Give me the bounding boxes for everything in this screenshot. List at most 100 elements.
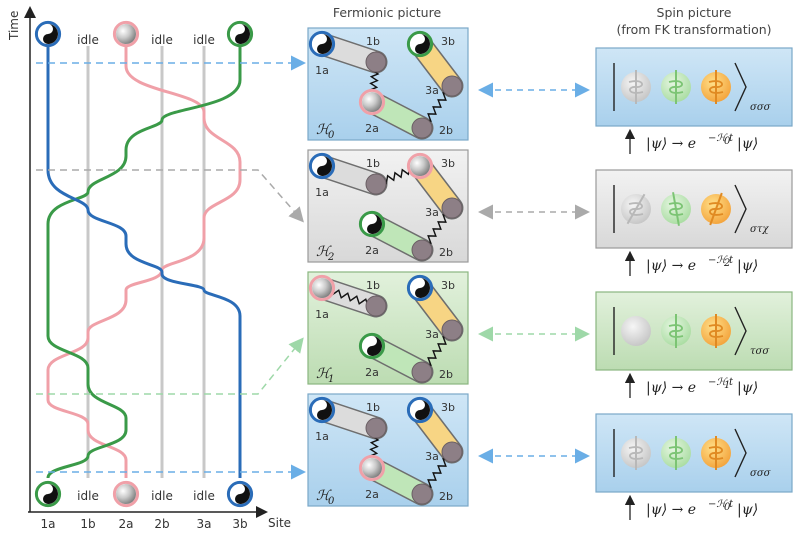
evolution-lhs: |ψ⟩ → e [646,380,696,396]
spin-sphere-orange [701,314,731,348]
evolution-exponent-t: t [729,499,734,510]
site-label: 1a [315,308,329,321]
spin-sphere-green [661,192,691,226]
site-label: 3a [425,84,439,97]
metal-disc-icon-pink [112,480,140,508]
yinyang-icon [406,30,434,58]
evolution-equation: |ψ⟩ → e−ℋ0t|ψ⟩ [624,494,758,520]
yinyang-icon-blue [34,20,62,48]
evolution-exponent-t: t [729,133,734,144]
evolution-exponent: −ℋ [708,499,728,510]
site-label: 1b [366,157,380,170]
evolution-equation: |ψ⟩ → e−ℋ1t|ψ⟩ [624,372,758,398]
x-axis-label: Site [268,516,291,530]
yinyang-icon [308,152,336,180]
evolution-rhs: |ψ⟩ [737,258,758,274]
evolution-rhs: |ψ⟩ [737,380,758,396]
evolution-exponent: −ℋ [708,255,728,266]
spin-sphere-green [661,314,691,348]
evolution-rhs: |ψ⟩ [737,502,758,518]
site-label: 2a [365,122,379,135]
hamiltonian-label: ℋ [316,244,332,260]
spin-sphere-gray [621,316,651,346]
idle-label: idle [77,33,99,47]
spin-panel: τσσ [595,291,793,371]
site-label: 1a [315,186,329,199]
spin-header-line1: Spin picture [657,5,732,20]
evolution-equation: |ψ⟩ → e−ℋ0t|ψ⟩ [624,128,758,154]
dashed-connectors [36,55,306,480]
ket-subscript: σσσ [750,102,772,113]
metal-disc-icon [358,88,386,116]
spin-sphere-orange [701,436,731,470]
spin-header-line2: (from FK transformation) [616,22,771,37]
site-label: 1a [315,430,329,443]
evolution-exponent: −ℋ [708,377,728,388]
site-label: 2b [439,246,453,259]
site-label: 3a [425,450,439,463]
idle-label: idle [151,489,173,503]
worldline-pink [46,46,242,478]
hamiltonian-label: ℋ [316,366,332,382]
spin-sphere-green [661,436,691,470]
site-label: 2a [365,488,379,501]
site-label: 3b [441,279,455,292]
evolution-exponent-sub: 0 [724,136,731,147]
tick-3b: 3b [232,517,247,531]
evolution-exponent-sub: 2 [723,258,730,269]
yinyang-icon [406,396,434,424]
yinyang-icon-green [34,480,62,508]
metal-disc-icon [406,152,434,180]
ket-subscript: σσσ [750,468,772,479]
site-label: 1b [366,35,380,48]
yinyang-icon [358,332,386,360]
site-label: 1a [315,64,329,77]
connector-h2 [36,169,304,223]
spin-sphere-gray [621,193,651,225]
idle-label: idle [193,489,215,503]
yinyang-icon [308,30,336,58]
spin-sphere-green [661,70,691,104]
site-label: 3b [441,35,455,48]
site-label: 3a [425,328,439,341]
spin-panel: σσσ [595,47,793,127]
hamiltonian-label: ℋ [316,122,332,138]
idle-label: idle [151,33,173,47]
site-label: 2b [439,124,453,137]
hamiltonian-subscript: 2 [327,252,334,263]
hamiltonian-subscript: 0 [328,130,335,141]
hamiltonian-subscript: 0 [328,496,335,507]
evolution-exponent: −ℋ [708,133,728,144]
metal-disc-icon [308,274,336,302]
site-label: 2a [365,244,379,257]
spin-panel: στχ [595,169,793,249]
site-label: 3b [441,157,455,170]
site-label: 2b [439,490,453,503]
tick-1a: 1a [41,517,56,531]
evolution-lhs: |ψ⟩ → e [646,258,696,274]
worldline-blue [46,46,242,478]
site-label: 1b [366,279,380,292]
tick-2a: 2a [119,517,134,531]
evolution-exponent-sub: 1 [724,380,730,391]
spin-sphere-gray [621,436,651,470]
spin-sphere-orange [701,70,731,104]
evolution-lhs: |ψ⟩ → e [646,136,696,152]
tick-1b: 1b [80,517,95,531]
evolution-lhs: |ψ⟩ → e [646,502,696,518]
yinyang-icon [308,396,336,424]
worldline-green [46,46,242,479]
site-tick-labels: 1a 1b 2a 2b 3a 3b [41,517,248,531]
connector-h1 [36,337,304,395]
tick-2b: 2b [154,517,169,531]
yinyang-icon [406,274,434,302]
site-label: 1b [366,401,380,414]
evolution-exponent-t: t [729,255,734,266]
metal-disc-icon [358,454,386,482]
site-label: 2b [439,368,453,381]
